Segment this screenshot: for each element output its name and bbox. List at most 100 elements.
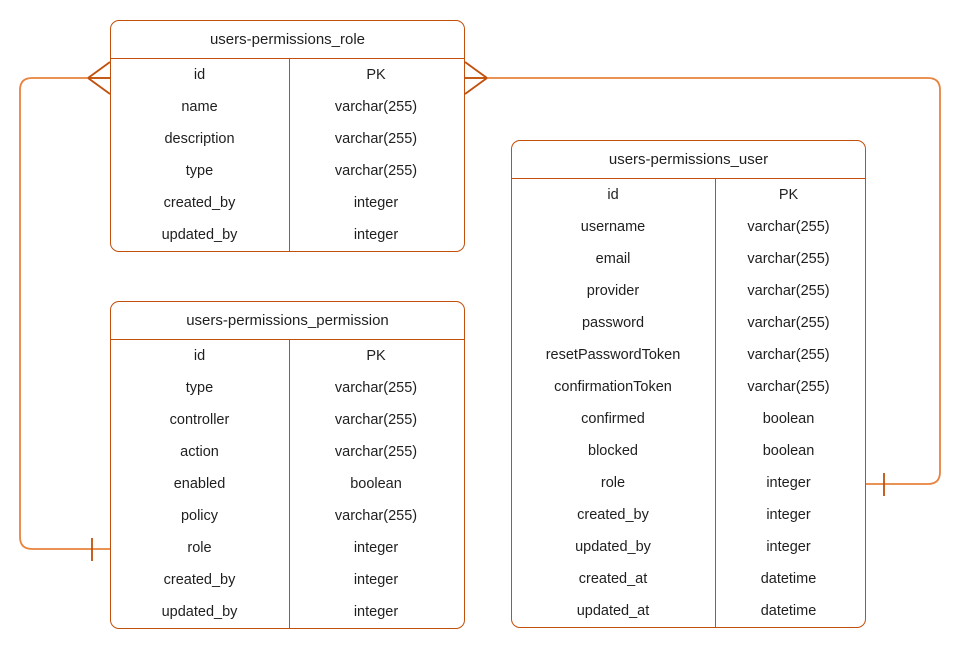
crowsfoot-many-role-right bbox=[464, 61, 488, 95]
field-type: integer bbox=[353, 604, 399, 620]
table-row[interactable]: role integer bbox=[512, 467, 865, 499]
field-type: PK bbox=[366, 348, 386, 364]
table-row[interactable]: updated_by integer bbox=[512, 531, 865, 563]
field-type: PK bbox=[778, 187, 799, 203]
field-name: provider bbox=[586, 283, 640, 299]
field-name: resetPasswordToken bbox=[545, 347, 681, 363]
table-row[interactable]: resetPasswordToken varchar(255) bbox=[512, 339, 865, 371]
table-row[interactable]: id PK bbox=[111, 59, 464, 91]
entity-title: users-permissions_permission bbox=[111, 302, 464, 340]
table-row[interactable]: created_by integer bbox=[111, 187, 464, 219]
table-row[interactable]: type varchar(255) bbox=[111, 155, 464, 187]
table-row[interactable]: updated_by integer bbox=[111, 219, 464, 251]
field-type: integer bbox=[766, 475, 811, 491]
table-row[interactable]: updated_at datetime bbox=[512, 595, 865, 627]
field-type: varchar(255) bbox=[334, 508, 418, 524]
field-type: varchar(255) bbox=[334, 444, 418, 460]
table-row[interactable]: description varchar(255) bbox=[111, 123, 464, 155]
field-type: PK bbox=[366, 67, 386, 83]
field-type: varchar(255) bbox=[747, 283, 830, 299]
table-row[interactable]: action varchar(255) bbox=[111, 436, 464, 468]
field-name: controller bbox=[169, 412, 230, 428]
table-row[interactable]: id PK bbox=[512, 179, 865, 211]
table-row[interactable]: role integer bbox=[111, 532, 464, 564]
field-type: datetime bbox=[760, 603, 817, 619]
field-name: confirmed bbox=[581, 411, 645, 427]
entity-users-permissions-user[interactable]: users-permissions_user id PK username va… bbox=[511, 140, 866, 628]
table-row[interactable]: updated_by integer bbox=[111, 596, 464, 628]
entity-field-list: id PK type varchar(255) controller varch… bbox=[111, 340, 464, 628]
field-type: datetime bbox=[760, 571, 817, 587]
field-name: id bbox=[607, 187, 619, 203]
field-type: boolean bbox=[350, 476, 402, 492]
field-type: varchar(255) bbox=[747, 219, 830, 235]
field-name: created_by bbox=[163, 572, 236, 588]
field-type: boolean bbox=[762, 411, 815, 427]
field-type: integer bbox=[353, 572, 399, 588]
table-row[interactable]: confirmed boolean bbox=[512, 403, 865, 435]
column-divider bbox=[289, 340, 290, 628]
table-row[interactable]: username varchar(255) bbox=[512, 211, 865, 243]
field-name: password bbox=[581, 315, 645, 331]
crowsfoot-many-role-left bbox=[87, 61, 111, 95]
table-row[interactable]: id PK bbox=[111, 340, 464, 372]
field-type: boolean bbox=[762, 443, 815, 459]
field-name: description bbox=[164, 131, 235, 147]
field-type: varchar(255) bbox=[747, 379, 830, 395]
field-name: blocked bbox=[588, 443, 638, 459]
table-row[interactable]: name varchar(255) bbox=[111, 91, 464, 123]
field-type: integer bbox=[766, 507, 811, 523]
field-type: integer bbox=[353, 540, 399, 556]
table-row[interactable]: password varchar(255) bbox=[512, 307, 865, 339]
table-row[interactable]: created_by integer bbox=[111, 564, 464, 596]
table-row[interactable]: created_at datetime bbox=[512, 563, 865, 595]
field-name: type bbox=[185, 380, 214, 396]
field-name: created_by bbox=[163, 195, 236, 211]
field-name: id bbox=[193, 67, 206, 83]
column-divider bbox=[715, 179, 716, 627]
entity-users-permissions-role[interactable]: users-permissions_role id PK name varcha… bbox=[110, 20, 465, 252]
field-name: confirmationToken bbox=[554, 379, 672, 395]
field-name: email bbox=[595, 251, 631, 267]
table-row[interactable]: controller varchar(255) bbox=[111, 404, 464, 436]
field-name: updated_by bbox=[161, 227, 238, 243]
field-type: varchar(255) bbox=[334, 163, 418, 179]
field-type: varchar(255) bbox=[334, 131, 418, 147]
field-name: created_by bbox=[577, 507, 649, 523]
table-row[interactable]: enabled boolean bbox=[111, 468, 464, 500]
field-type: varchar(255) bbox=[334, 412, 418, 428]
field-name: updated_by bbox=[161, 604, 238, 620]
field-name: type bbox=[185, 163, 214, 179]
field-name: created_at bbox=[578, 571, 648, 587]
field-type: integer bbox=[353, 195, 399, 211]
field-name: id bbox=[193, 348, 206, 364]
table-row[interactable]: email varchar(255) bbox=[512, 243, 865, 275]
field-name: role bbox=[600, 475, 626, 491]
field-name: policy bbox=[180, 508, 219, 524]
field-type: integer bbox=[353, 227, 399, 243]
table-row[interactable]: policy varchar(255) bbox=[111, 500, 464, 532]
field-name: role bbox=[187, 540, 212, 556]
table-row[interactable]: blocked boolean bbox=[512, 435, 865, 467]
field-name: updated_by bbox=[575, 539, 651, 555]
entity-users-permissions-permission[interactable]: users-permissions_permission id PK type … bbox=[110, 301, 465, 629]
entity-field-list: id PK username varchar(255) email varcha… bbox=[512, 179, 865, 627]
relationship-line-permission-role bbox=[19, 77, 110, 550]
entity-field-list: id PK name varchar(255) description varc… bbox=[111, 59, 464, 251]
field-type: varchar(255) bbox=[747, 347, 830, 363]
field-name: updated_at bbox=[576, 603, 650, 619]
table-row[interactable]: type varchar(255) bbox=[111, 372, 464, 404]
entity-title: users-permissions_user bbox=[512, 141, 865, 179]
entity-title: users-permissions_role bbox=[111, 21, 464, 59]
column-divider bbox=[289, 59, 290, 251]
field-name: action bbox=[180, 444, 219, 460]
table-row[interactable]: provider varchar(255) bbox=[512, 275, 865, 307]
table-row[interactable]: created_by integer bbox=[512, 499, 865, 531]
field-type: varchar(255) bbox=[747, 251, 830, 267]
field-type: varchar(255) bbox=[747, 315, 830, 331]
field-name: username bbox=[580, 219, 646, 235]
field-type: varchar(255) bbox=[334, 99, 418, 115]
table-row[interactable]: confirmationToken varchar(255) bbox=[512, 371, 865, 403]
field-name: enabled bbox=[173, 476, 226, 492]
